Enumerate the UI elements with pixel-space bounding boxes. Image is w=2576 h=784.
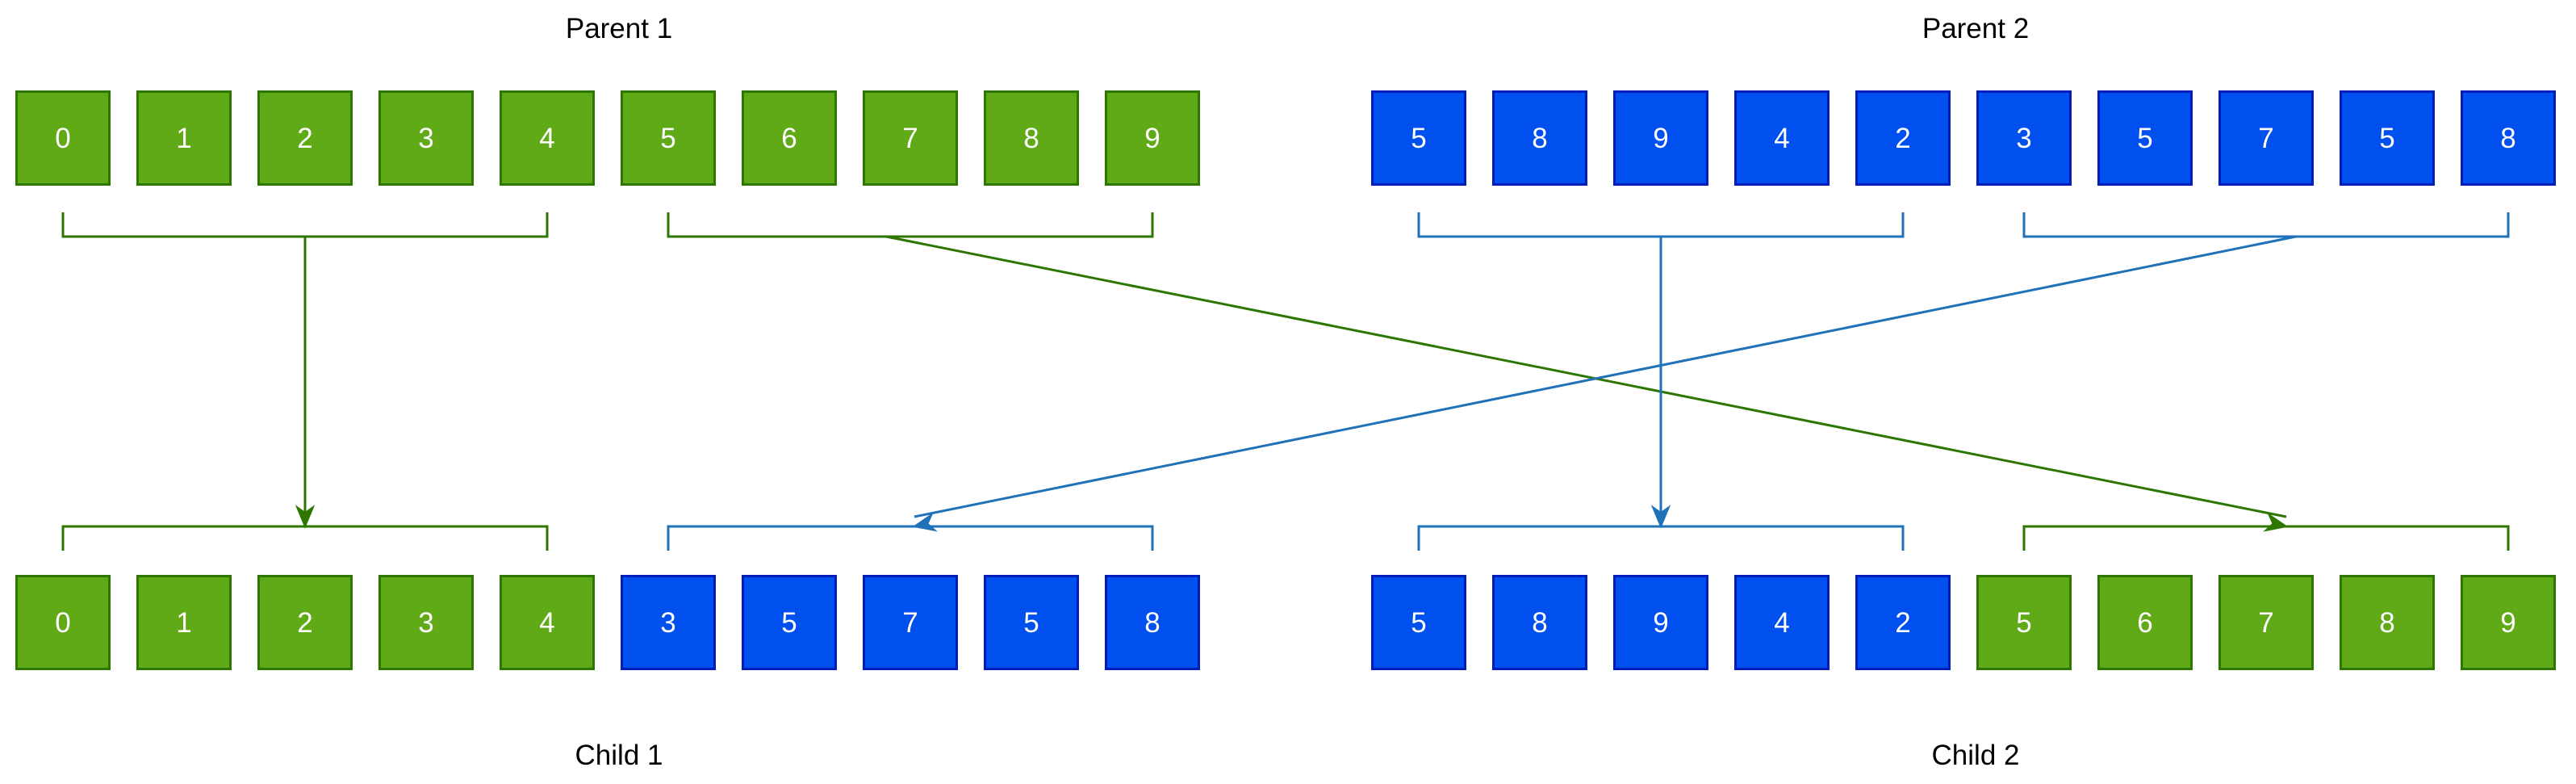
- parent2-gene-6: 5: [2097, 90, 2193, 186]
- parent1-gene-9: 9: [1105, 90, 1200, 186]
- parent2-gene-8: 5: [2340, 90, 2435, 186]
- flow-parent1-to-child1-arrowhead: [295, 505, 316, 529]
- parent1-gene-7: 7: [863, 90, 958, 186]
- child2-title: Child 2: [1931, 740, 2020, 771]
- child1-gene-1: 1: [136, 575, 232, 670]
- parent2-gene-3: 4: [1734, 90, 1830, 186]
- child1-gene-4: 4: [500, 575, 595, 670]
- parent2-gene-9: 8: [2461, 90, 2556, 186]
- parent2-gene-4: 2: [1855, 90, 1951, 186]
- child2-second-half-bracket: [2022, 525, 2510, 551]
- child2-gene-9: 9: [2461, 575, 2556, 670]
- child1-second-half-bracket: [667, 525, 1154, 551]
- parent2-title: Parent 2: [1922, 13, 2030, 44]
- parent1-gene-4: 4: [500, 90, 595, 186]
- child1-gene-5: 3: [621, 575, 716, 670]
- flow-parent1-to-child2-arrowhead: [2263, 512, 2289, 532]
- parent1-gene-8: 8: [984, 90, 1079, 186]
- child1-first-half-bracket: [61, 525, 549, 551]
- parent1-gene-6: 6: [742, 90, 837, 186]
- child2-gene-2: 9: [1613, 575, 1708, 670]
- child1-gene-8: 5: [984, 575, 1079, 670]
- child2-first-half-bracket: [1417, 525, 1905, 551]
- child2-gene-0: 5: [1371, 575, 1466, 670]
- parent2-first-half-bracket: [1417, 212, 1905, 238]
- child1-gene-0: 0: [15, 575, 111, 670]
- parent1-first-half-bracket: [61, 212, 549, 238]
- flow-parent2-to-child1-arrowhead: [912, 512, 938, 532]
- parent2-second-half-bracket: [2022, 212, 2510, 238]
- parent2-gene-2: 9: [1613, 90, 1708, 186]
- parent1-gene-0: 0: [15, 90, 111, 186]
- child2-gene-8: 8: [2340, 575, 2435, 670]
- child2-gene-1: 8: [1492, 575, 1587, 670]
- child1-gene-7: 7: [863, 575, 958, 670]
- child1-gene-2: 2: [257, 575, 353, 670]
- child2-gene-3: 4: [1734, 575, 1830, 670]
- flow-parent2-to-child1-line: [914, 235, 2297, 518]
- child1-gene-6: 5: [742, 575, 837, 670]
- child1-gene-3: 3: [378, 575, 474, 670]
- parent1-gene-2: 2: [257, 90, 353, 186]
- flow-parent1-to-child2-line: [885, 235, 2287, 518]
- child2-gene-4: 2: [1855, 575, 1951, 670]
- child1-title: Child 1: [575, 740, 663, 771]
- parent2-gene-1: 8: [1492, 90, 1587, 186]
- flow-parent2-to-child2-arrowhead: [1650, 505, 1671, 529]
- parent1-gene-5: 5: [621, 90, 716, 186]
- parent1-gene-1: 1: [136, 90, 232, 186]
- parent1-title: Parent 1: [565, 13, 673, 44]
- child2-gene-5: 5: [1976, 575, 2072, 670]
- parent2-gene-0: 5: [1371, 90, 1466, 186]
- parent1-second-half-bracket: [667, 212, 1154, 238]
- parent2-gene-5: 3: [1976, 90, 2072, 186]
- child1-gene-9: 8: [1105, 575, 1200, 670]
- child2-gene-7: 7: [2218, 575, 2314, 670]
- parent2-gene-7: 7: [2218, 90, 2314, 186]
- parent1-gene-3: 3: [378, 90, 474, 186]
- child2-gene-6: 6: [2097, 575, 2193, 670]
